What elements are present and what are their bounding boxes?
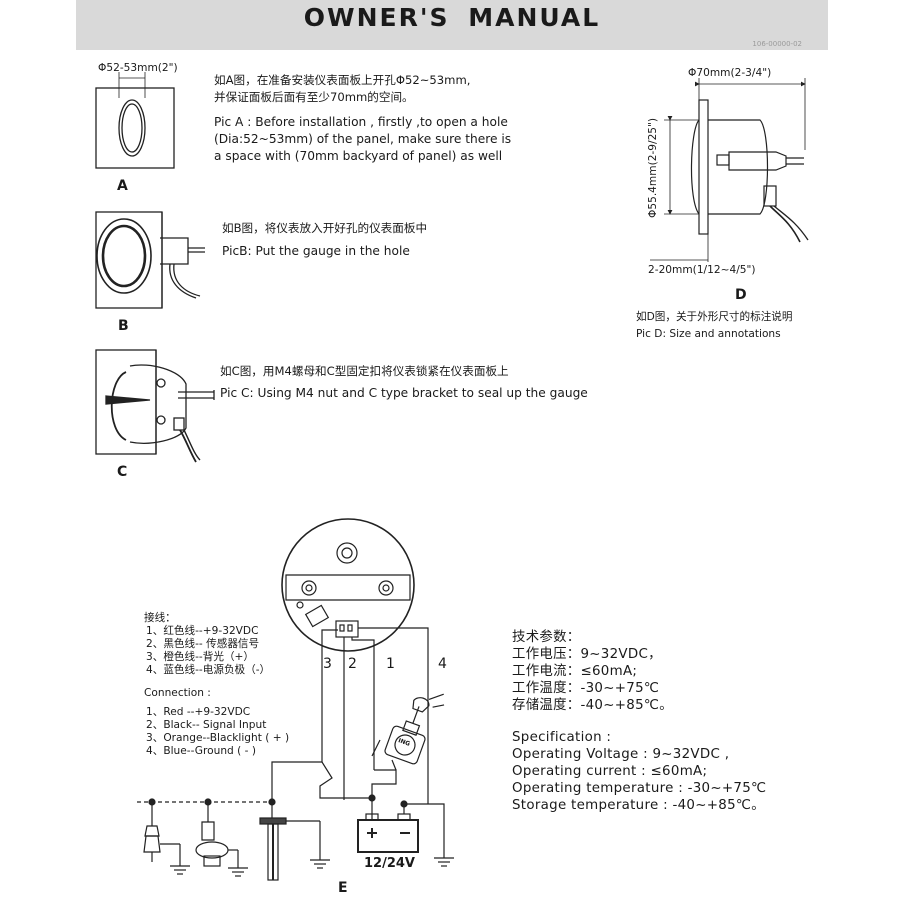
pic-e-label: E: [338, 880, 348, 896]
document-number: 106-00000-02: [752, 40, 802, 48]
spec-en-item-4: Storage temperature : -40~+85℃。: [512, 798, 765, 813]
pic-b-en: PicB: Put the gauge in the hole: [222, 244, 410, 258]
wire-number-2: 2: [348, 656, 357, 672]
spec-cn-item-3: 工作温度：-30~+75℃: [512, 681, 660, 696]
pic-b-label: B: [118, 318, 129, 334]
spec-en-item-3: Operating temperature : -30~+75℃: [512, 781, 767, 796]
pic-d-cn: 如D图，关于外形尺寸的标注说明: [636, 311, 793, 323]
wiring-cn-item-1: 1、红色线--+9-32VDC: [146, 625, 259, 637]
spec-en-heading: Specification :: [512, 730, 612, 745]
wiring-en-item-4: 4、Blue--Ground ( - ): [146, 745, 256, 757]
wiring-cn-item-3: 3、橙色线--背光（+）: [146, 651, 255, 663]
pic-d-en: Pic D: Size and annotations: [636, 328, 781, 340]
pic-d-drawing: [650, 78, 809, 262]
pic-a-drawing: [95, 72, 175, 169]
pic-c-en: Pic C: Using M4 nut and C type bracket t…: [220, 386, 588, 400]
wiring-cn-item-4: 4、蓝色线--电源负极（-）: [146, 664, 271, 676]
wiring-cn-heading: 接线：: [144, 612, 176, 624]
pic-e-drawing: [137, 518, 454, 881]
battery-label: 12/24V: [364, 856, 415, 871]
page-title: OWNER'S MANUAL: [303, 3, 601, 32]
pic-c-cn: 如C图，用M4螺母和C型固定扣将仪表锁紧在仪表面板上: [220, 364, 509, 378]
wire-number-3: 3: [323, 656, 332, 672]
wiring-en-item-1: 1、Red --+9-32VDC: [146, 706, 251, 718]
pic-a-cn-line2: 并保证面板后面有至少70mm的空间。: [214, 90, 414, 104]
spec-cn-heading: 技术参数：: [512, 630, 581, 645]
spec-cn-item-4: 存储温度：-40~+85℃。: [512, 698, 673, 713]
wiring-en-item-2: 2、Black-- Signal Input: [146, 719, 267, 731]
pic-a-en-line2: (Dia:52~53mm) of the panel, make sure th…: [214, 132, 512, 146]
pic-a-en-line1: Pic A : Before installation , firstly ,t…: [214, 115, 508, 129]
spec-en-item-1: Operating Voltage : 9~32VDC ,: [512, 747, 730, 762]
wiring-cn-item-2: 2、黑色线-- 传感器信号: [146, 638, 260, 650]
pic-a-label: A: [117, 178, 128, 194]
pic-d-dim-top: Φ70mm(2-3/4"): [688, 67, 772, 79]
pic-c-label: C: [117, 464, 128, 480]
pic-a-cn-line1: 如A图，在准备安装仪表面板上开孔Φ52~53mm,: [214, 73, 471, 87]
pic-c-drawing: [95, 349, 215, 463]
wire-number-4: 4: [438, 656, 447, 672]
wire-number-1: 1: [386, 656, 395, 672]
pic-b-cn: 如B图，将仪表放入开好孔的仪表面板中: [222, 221, 428, 235]
pic-d-label: D: [735, 287, 747, 303]
header-bar: [76, 0, 828, 50]
spec-cn-item-2: 工作电流：≤60mA;: [512, 664, 638, 679]
wiring-en-heading: Connection :: [144, 687, 211, 699]
pic-a-en-line3: a space with (70mm backyard of panel) as…: [214, 149, 503, 163]
wiring-en-item-3: 3、Orange--Blacklight ( + ): [146, 732, 290, 744]
pic-b-drawing: [95, 211, 205, 309]
pic-d-dim-bottom: 2-20mm(1/12~4/5"): [648, 264, 756, 276]
spec-cn-item-1: 工作电压：9~32VDC，: [512, 647, 662, 662]
spec-en-item-2: Operating current : ≤60mA;: [512, 764, 708, 779]
pic-a-dimension: Φ52-53mm(2"): [98, 62, 178, 74]
pic-d-dim-side: Φ55.4mm(2-9/25"): [647, 117, 659, 218]
